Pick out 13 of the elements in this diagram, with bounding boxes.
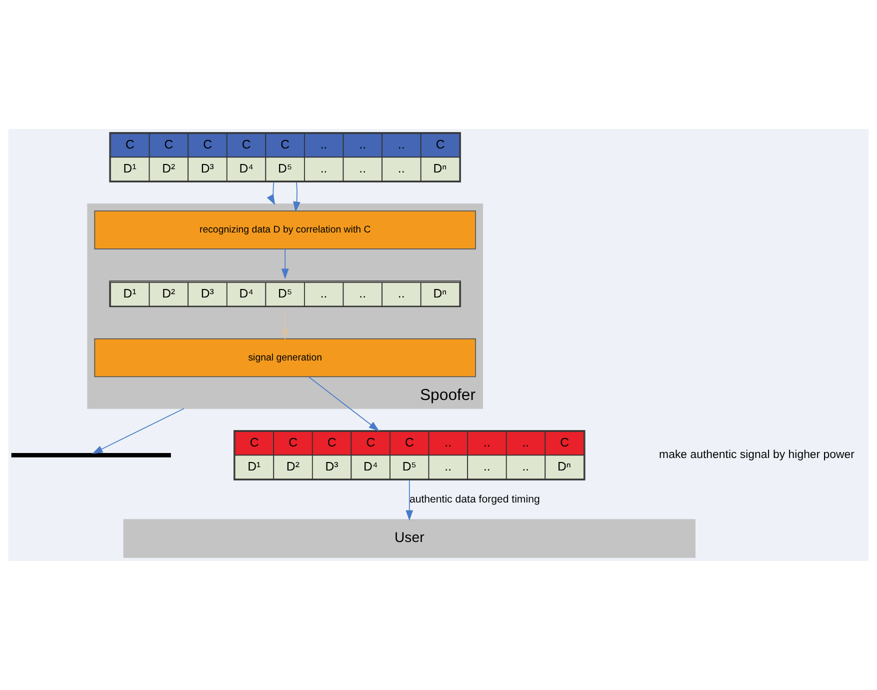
arrow: [308, 376, 380, 432]
edge-label: authentic data forged timing: [409, 493, 540, 506]
arrow: [293, 182, 300, 212]
node-box: recognizing data D by correlation with C: [94, 210, 476, 250]
arrow: [92, 408, 185, 454]
node-box: signal generation: [94, 338, 476, 378]
arrow: [281, 309, 289, 340]
arrow: [266, 182, 276, 206]
label: make authentic signal by higher power: [659, 449, 854, 462]
arrow: [406, 480, 414, 521]
arrow: [281, 248, 289, 280]
node-bar: [11, 453, 171, 458]
node-box: User: [123, 519, 696, 558]
